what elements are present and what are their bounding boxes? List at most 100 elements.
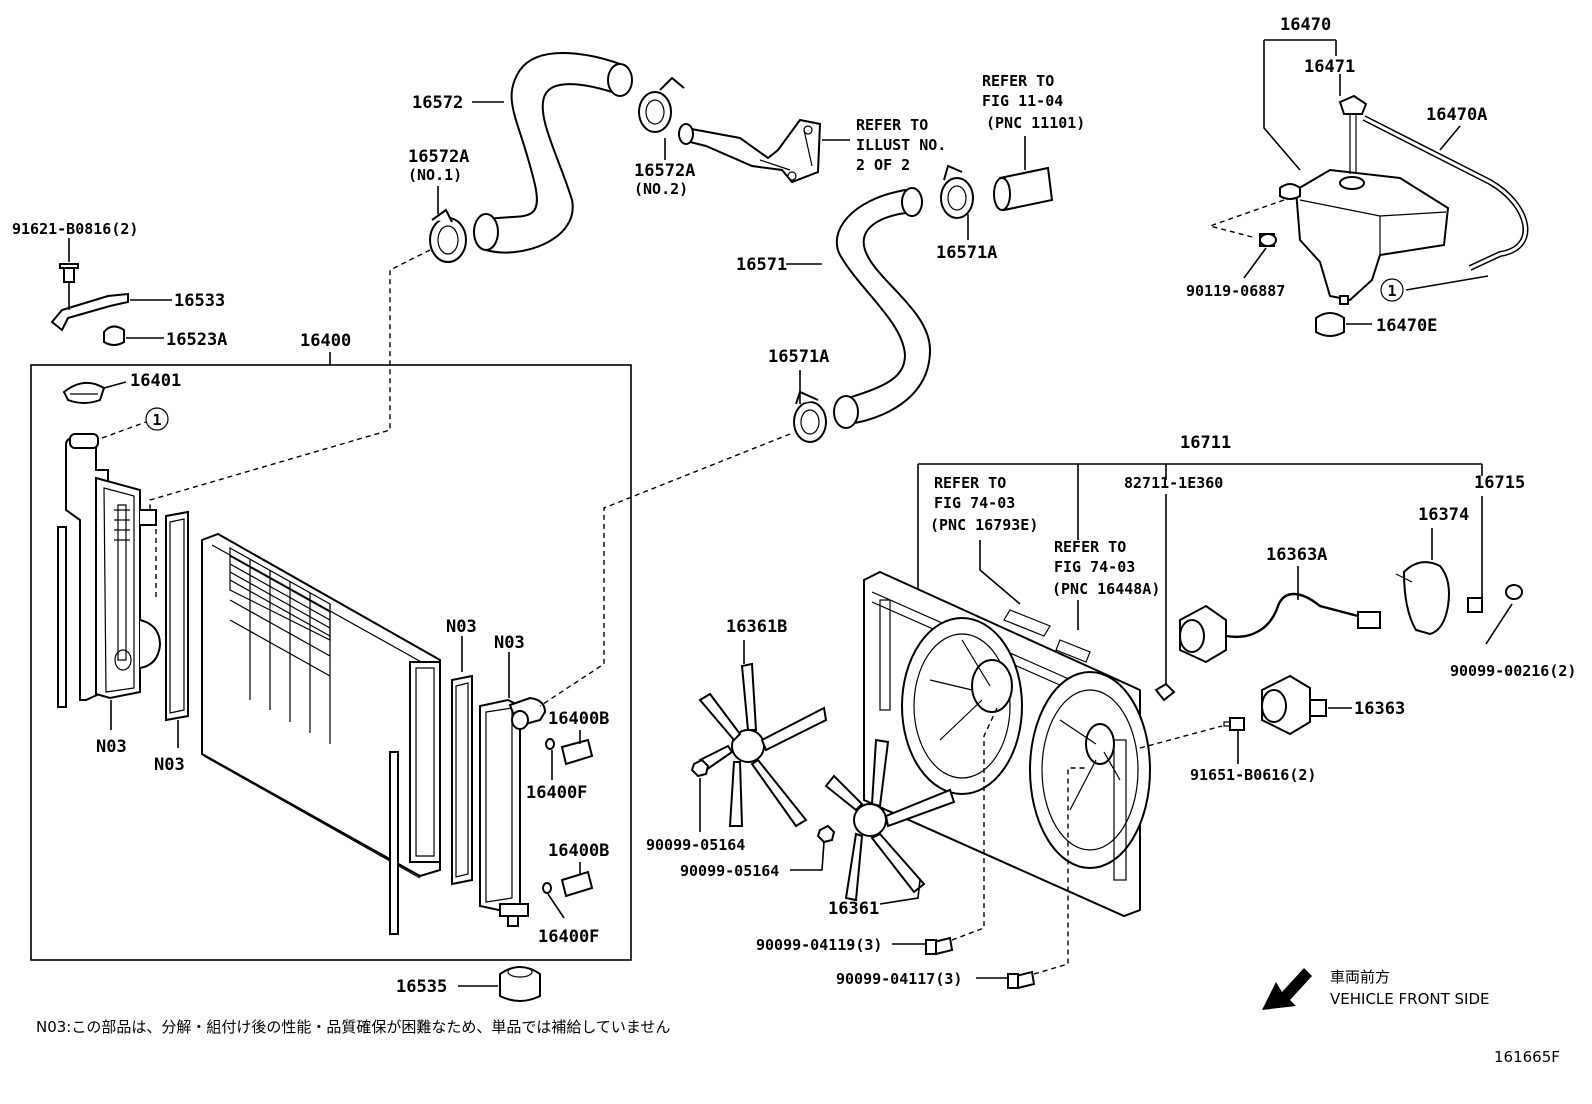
label-16715: 16715 (1474, 473, 1525, 493)
label-90099-05164-a: 90099-05164 (646, 836, 745, 854)
drain-plug-16400b-bottom (542, 870, 594, 898)
label-16533: 16533 (174, 291, 225, 311)
label-16400b-top: 16400B (548, 709, 609, 729)
ref-circle-label-left: 1 (152, 411, 161, 429)
fan-16361b (698, 662, 828, 828)
label-n03-d: N03 (494, 633, 525, 653)
nut-90099-05164-b (816, 824, 836, 844)
label-16400: 16400 (300, 331, 351, 351)
label-16572a-no1: 16572A (408, 147, 469, 167)
hose-clamp-16571a-bottom (793, 390, 827, 443)
label-n03-c: N03 (446, 617, 477, 637)
label-16711: 16711 (1180, 433, 1231, 453)
bolt-90119-06887 (1259, 233, 1277, 247)
n03-gasket-right (451, 674, 473, 886)
label-refer-illust-1: REFER TO (856, 116, 928, 134)
label-90099-04117: 90099-04117(3) (836, 970, 962, 988)
fan-motor-16363a (1179, 592, 1381, 664)
n03-seal-bottom (389, 751, 399, 935)
ref-circle-label-right: 1 (1387, 282, 1396, 300)
label-16571a-bottom: 16571A (768, 347, 829, 367)
water-outlet-pipe (678, 118, 822, 184)
label-90099-04119: 90099-04119(3) (756, 936, 882, 954)
label-16400f-bottom: 16400F (538, 927, 599, 947)
hose-clamp-16572a-no1 (429, 208, 467, 263)
radiator-core-fins (229, 555, 331, 744)
label-vehicle-front-en: VEHICLE FRONT SIDE (1330, 990, 1490, 1008)
label-16374: 16374 (1418, 505, 1469, 525)
reservoir-hose-16470a (1362, 115, 1529, 271)
nut-90099-05164-a (690, 758, 710, 778)
label-16400f-top: 16400F (526, 783, 587, 803)
label-16571a-top: 16571A (936, 243, 997, 263)
hose-clamp-16571a-top (940, 164, 974, 219)
label-refer-illust-2: ILLUST NO. (856, 136, 946, 154)
cushion-16523a (103, 325, 125, 346)
label-82711: 82711-1E360 (1124, 474, 1223, 492)
label-91621: 91621-B0816(2) (12, 220, 138, 238)
radiator-assembly-frame (30, 364, 632, 961)
radiator-right-tank (479, 696, 547, 927)
label-16471: 16471 (1304, 57, 1355, 77)
label-16361: 16361 (828, 899, 879, 919)
label-refer-fig74a-3: (PNC 16793E) (930, 516, 1038, 534)
label-n03-b: N03 (154, 755, 185, 775)
fan-shroud-16711 (863, 570, 1151, 918)
label-refer-fig74a-2: FIG 74-03 (934, 494, 1015, 512)
motor-cover-16374 (1395, 561, 1450, 636)
ref-circle-1-left: 1 (145, 407, 169, 431)
n03-seal-left (57, 526, 67, 708)
reservoir-cap-16471 (1338, 94, 1368, 174)
label-16571: 16571 (736, 255, 787, 275)
figure-id: 161665F (1494, 1048, 1560, 1066)
fan-16361 (824, 738, 956, 902)
label-16572a-no2-sub: (NO.2) (634, 180, 688, 198)
hose-clamp-16572a-no2 (638, 76, 685, 133)
label-refer-fig74a-1: REFER TO (934, 474, 1006, 492)
n03-gasket-left (165, 510, 189, 722)
drain-plug-16400b-top (545, 738, 594, 766)
label-vehicle-front-jp: 車両前方 (1330, 968, 1390, 986)
bolt-91651 (1223, 717, 1245, 731)
label-16470e: 16470E (1376, 316, 1437, 336)
cushion-16535 (499, 966, 541, 1002)
radiator-cap-icon (62, 381, 106, 404)
connector-16715 (1467, 584, 1523, 613)
label-n03-a: N03 (96, 737, 127, 757)
ref-circle-1-right: 1 (1380, 278, 1404, 302)
dashed-lines (101, 199, 1285, 975)
engine-pipe-stub (993, 166, 1054, 212)
label-16572a-no2: 16572A (634, 161, 695, 181)
label-90119: 90119-06887 (1186, 282, 1285, 300)
label-16572: 16572 (412, 93, 463, 113)
label-refer-fig11-3: (PNC 11101) (986, 114, 1085, 132)
label-16363: 16363 (1354, 699, 1405, 719)
cushion-16470e (1315, 312, 1345, 337)
label-16361b: 16361B (726, 617, 787, 637)
label-16470: 16470 (1280, 15, 1331, 35)
reservoir-tank-16470 (1279, 168, 1450, 305)
footnote-n03: N03:この部品は、分解・組付け後の性能・品質確保が困難なため、単品では補給して… (36, 1018, 670, 1036)
part-labels: 16572 16572A (NO.1) 16572A (NO.2) REFER … (12, 15, 1576, 1066)
bolt-90099-04119 (925, 936, 954, 956)
label-refer-fig11-1: REFER TO (982, 72, 1054, 90)
bolt-90099-04117 (1007, 970, 1036, 990)
label-16523a: 16523A (166, 330, 227, 350)
radiator-core (201, 532, 441, 879)
label-16470a: 16470A (1426, 105, 1487, 125)
label-90099-00216: 90099-00216(2) (1450, 662, 1576, 680)
fan-motor-16363 (1261, 674, 1327, 736)
leader-lines (68, 39, 1513, 987)
label-16401: 16401 (130, 371, 181, 391)
label-16400b-bottom: 16400B (548, 841, 609, 861)
label-90099-05164-b: 90099-05164 (680, 862, 779, 880)
label-refer-illust-3: 2 OF 2 (856, 156, 910, 174)
label-16363a: 16363A (1266, 545, 1327, 565)
label-16535: 16535 (396, 977, 447, 997)
lower-radiator-hose-16571 (833, 187, 932, 429)
upper-radiator-hose-16572 (473, 52, 633, 254)
label-91651: 91651-B0616(2) (1190, 766, 1316, 784)
harness-clip-82711 (1154, 682, 1176, 702)
label-refer-fig74b-2: FIG 74-03 (1054, 558, 1135, 576)
